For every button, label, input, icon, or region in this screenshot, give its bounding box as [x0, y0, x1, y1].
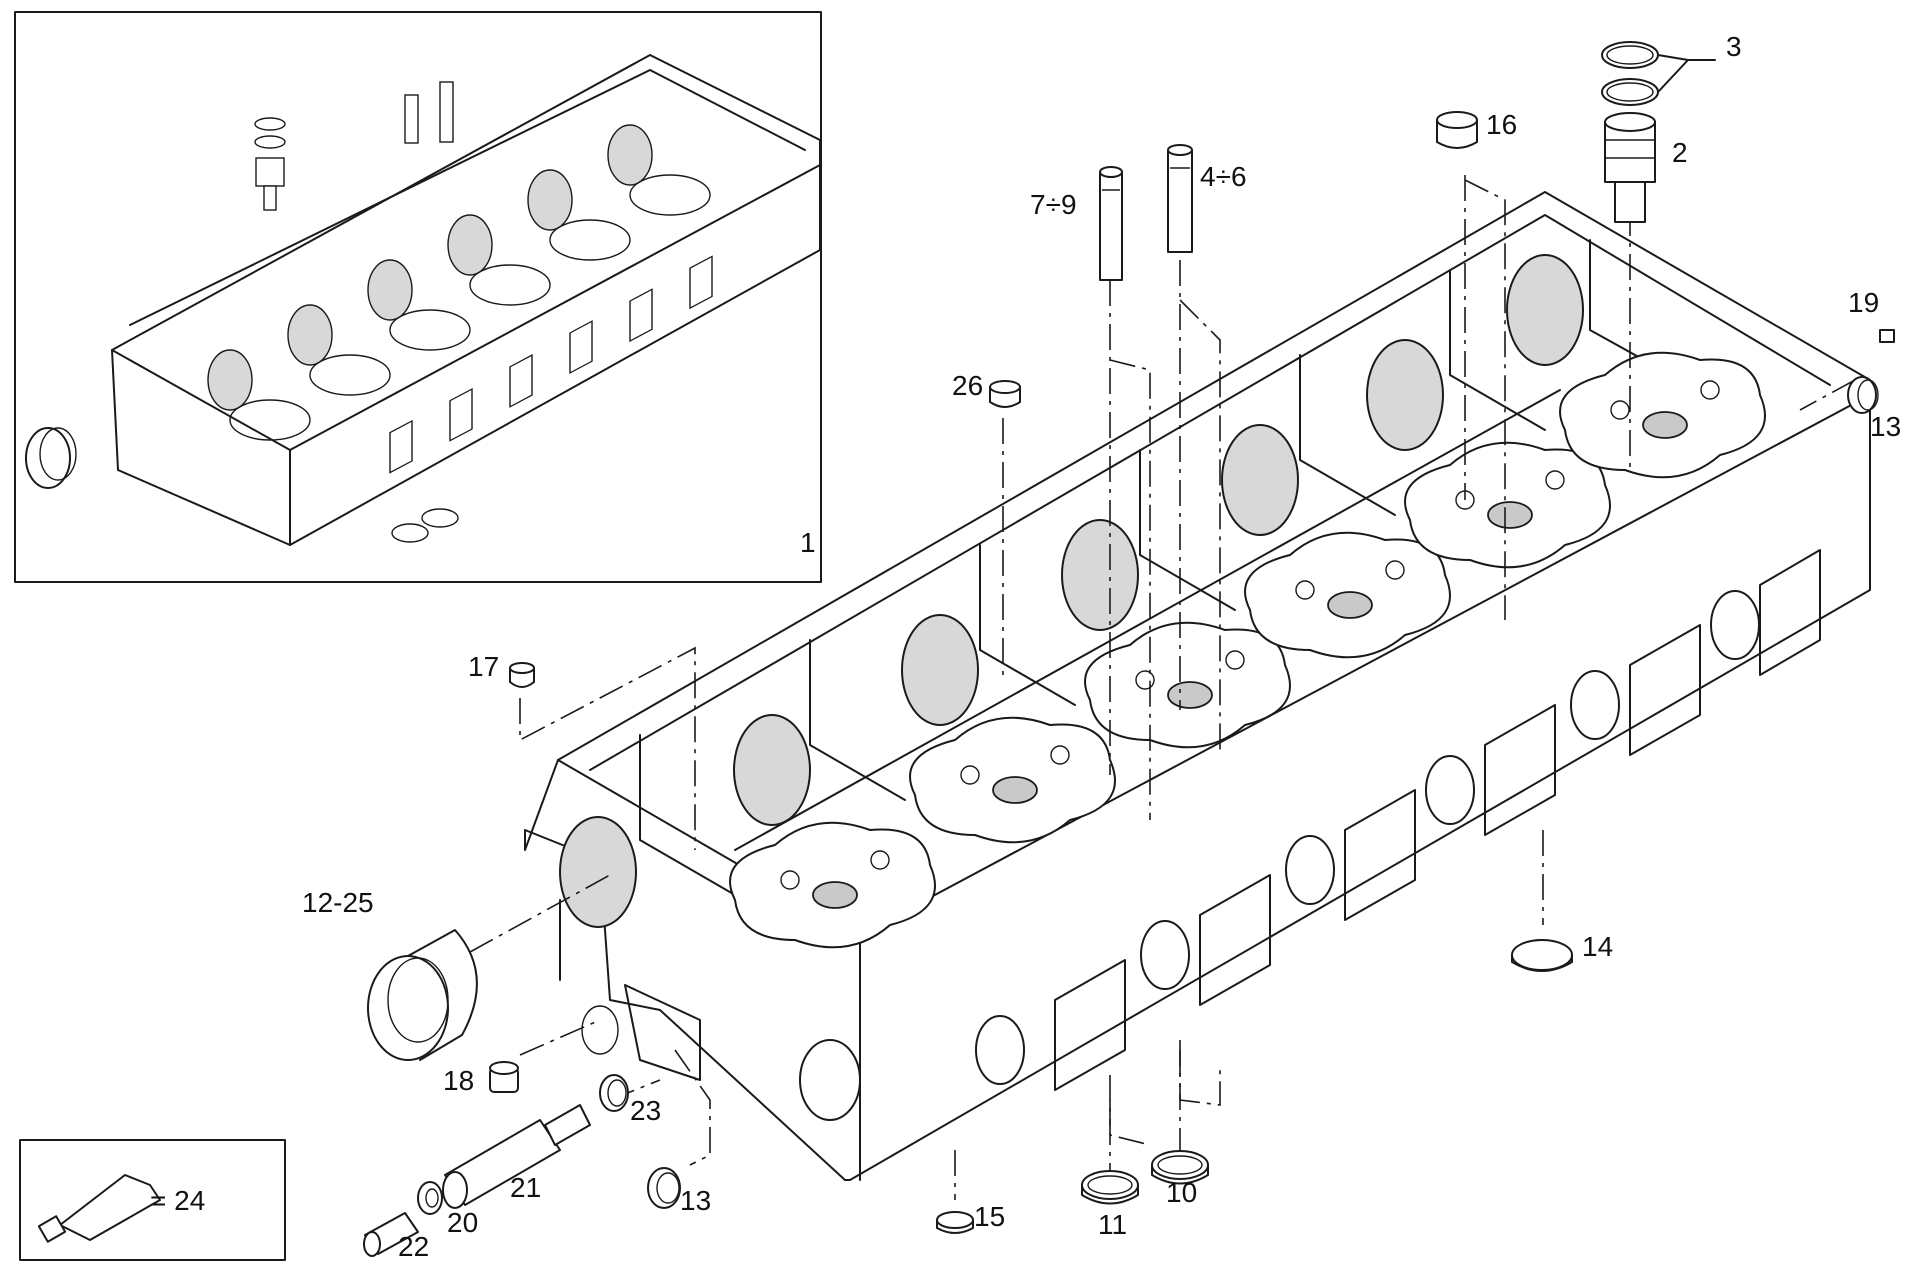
- guide-tube-short: [1099, 166, 1123, 281]
- callout-c7-9: 7÷9: [1030, 189, 1077, 220]
- side-ports: [799, 590, 1760, 1121]
- sealant-box: [19, 1139, 286, 1261]
- front-seal-12-25: [367, 929, 478, 1061]
- callout-c13-right: 13: [1870, 411, 1901, 442]
- assembly-leader-lines: [469, 175, 1856, 1200]
- callout-c16: 16: [1486, 109, 1517, 140]
- callout-c3: 3: [1726, 31, 1742, 62]
- callout-c22: 22: [398, 1231, 429, 1262]
- plug-14: [1511, 939, 1573, 972]
- seal-ring-11: [1081, 1170, 1139, 1205]
- inset-bottom-rings: [391, 508, 459, 543]
- inset-guide-tubes: [404, 81, 454, 144]
- plug-17: [509, 662, 535, 688]
- callout-c17: 17: [468, 651, 499, 682]
- plug-26: [989, 380, 1021, 408]
- inset-assembly-box: [14, 11, 822, 583]
- washer-20: [417, 1181, 443, 1215]
- injector-bores: [812, 411, 1688, 909]
- seal-ring-10: [1151, 1150, 1209, 1185]
- callout-c10: 10: [1166, 1177, 1197, 1208]
- callout-c26: 26: [952, 370, 983, 401]
- callout-c20: 20: [447, 1207, 478, 1238]
- callout-c19: 19: [1848, 287, 1879, 318]
- injector-sleeve: [1604, 112, 1656, 223]
- camshaft-bores: [559, 254, 1584, 928]
- ring-23: [599, 1074, 629, 1112]
- sealant-tube-icon: [37, 1174, 161, 1243]
- callout-c15: 15: [974, 1201, 1005, 1232]
- side-windows: [1054, 549, 1821, 1091]
- fitting-22: [363, 1212, 419, 1257]
- callout-c21: 21: [510, 1172, 541, 1203]
- inset-valve-pads: [229, 174, 711, 441]
- callout-c12-25: 12-25: [302, 887, 374, 918]
- inset-side-windows: [389, 255, 713, 474]
- plug-19: [1879, 329, 1895, 343]
- callout-c4-6: 4÷6: [1200, 161, 1247, 192]
- adapter-21: [442, 1104, 591, 1209]
- guide-tube-long: [1167, 144, 1193, 253]
- callout-c11: 11: [1098, 1209, 1127, 1240]
- inset-cylinder-head: [111, 54, 821, 546]
- inset-injector-sleeve: [254, 117, 286, 211]
- o-rings: [1601, 41, 1716, 106]
- cylinder-head: [524, 191, 1871, 1181]
- bulkheads: [639, 239, 1681, 896]
- ring-13-bottom: [647, 1167, 681, 1209]
- callout-c14: 14: [1582, 931, 1613, 962]
- inset-seal-ring: [25, 427, 77, 489]
- valve-holes: [780, 380, 1720, 890]
- plug-13-right: [1847, 376, 1879, 414]
- callout-c13-bottom: 13: [680, 1185, 711, 1216]
- callout-c1: 1: [800, 527, 816, 558]
- callout-labels: 1234÷67÷9101112-251313141516171819202122…: [150, 31, 1901, 1262]
- callout-c2: 2: [1672, 137, 1688, 168]
- plug-15: [936, 1211, 974, 1234]
- plug-18: [489, 1061, 519, 1093]
- callout-c18: 18: [443, 1065, 474, 1096]
- callout-c24: = 24: [150, 1185, 205, 1216]
- inset-bores: [207, 124, 653, 411]
- front-end-detail: [559, 899, 701, 1081]
- plug-16: [1436, 111, 1478, 149]
- callout-c23: 23: [630, 1095, 661, 1126]
